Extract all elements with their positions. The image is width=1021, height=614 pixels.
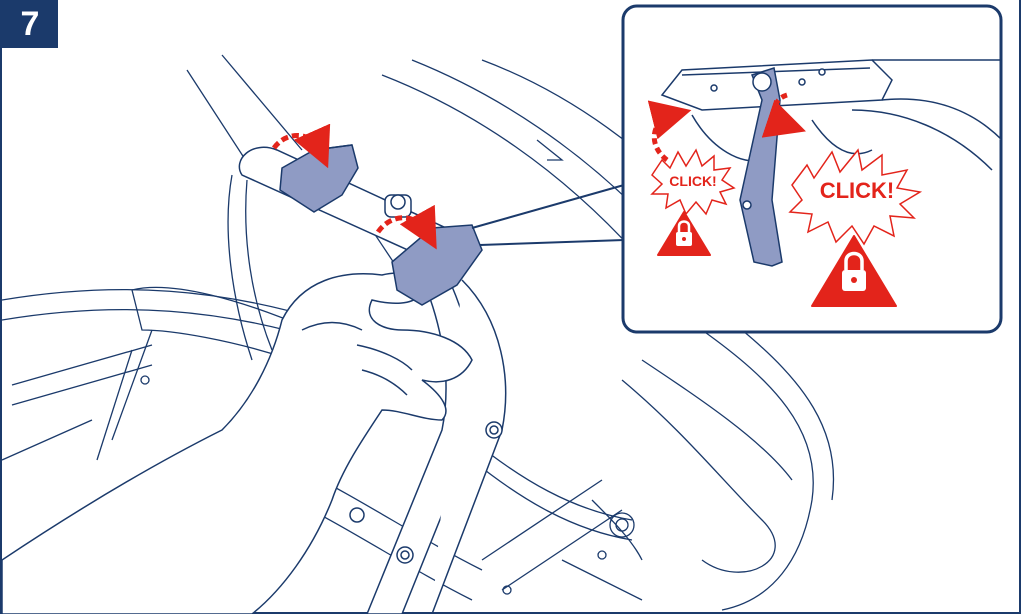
click-label-large: CLICK! [820,178,895,203]
click-label-small: CLICK! [669,173,716,189]
center-knob [385,195,411,217]
callout-pointer [472,185,624,245]
